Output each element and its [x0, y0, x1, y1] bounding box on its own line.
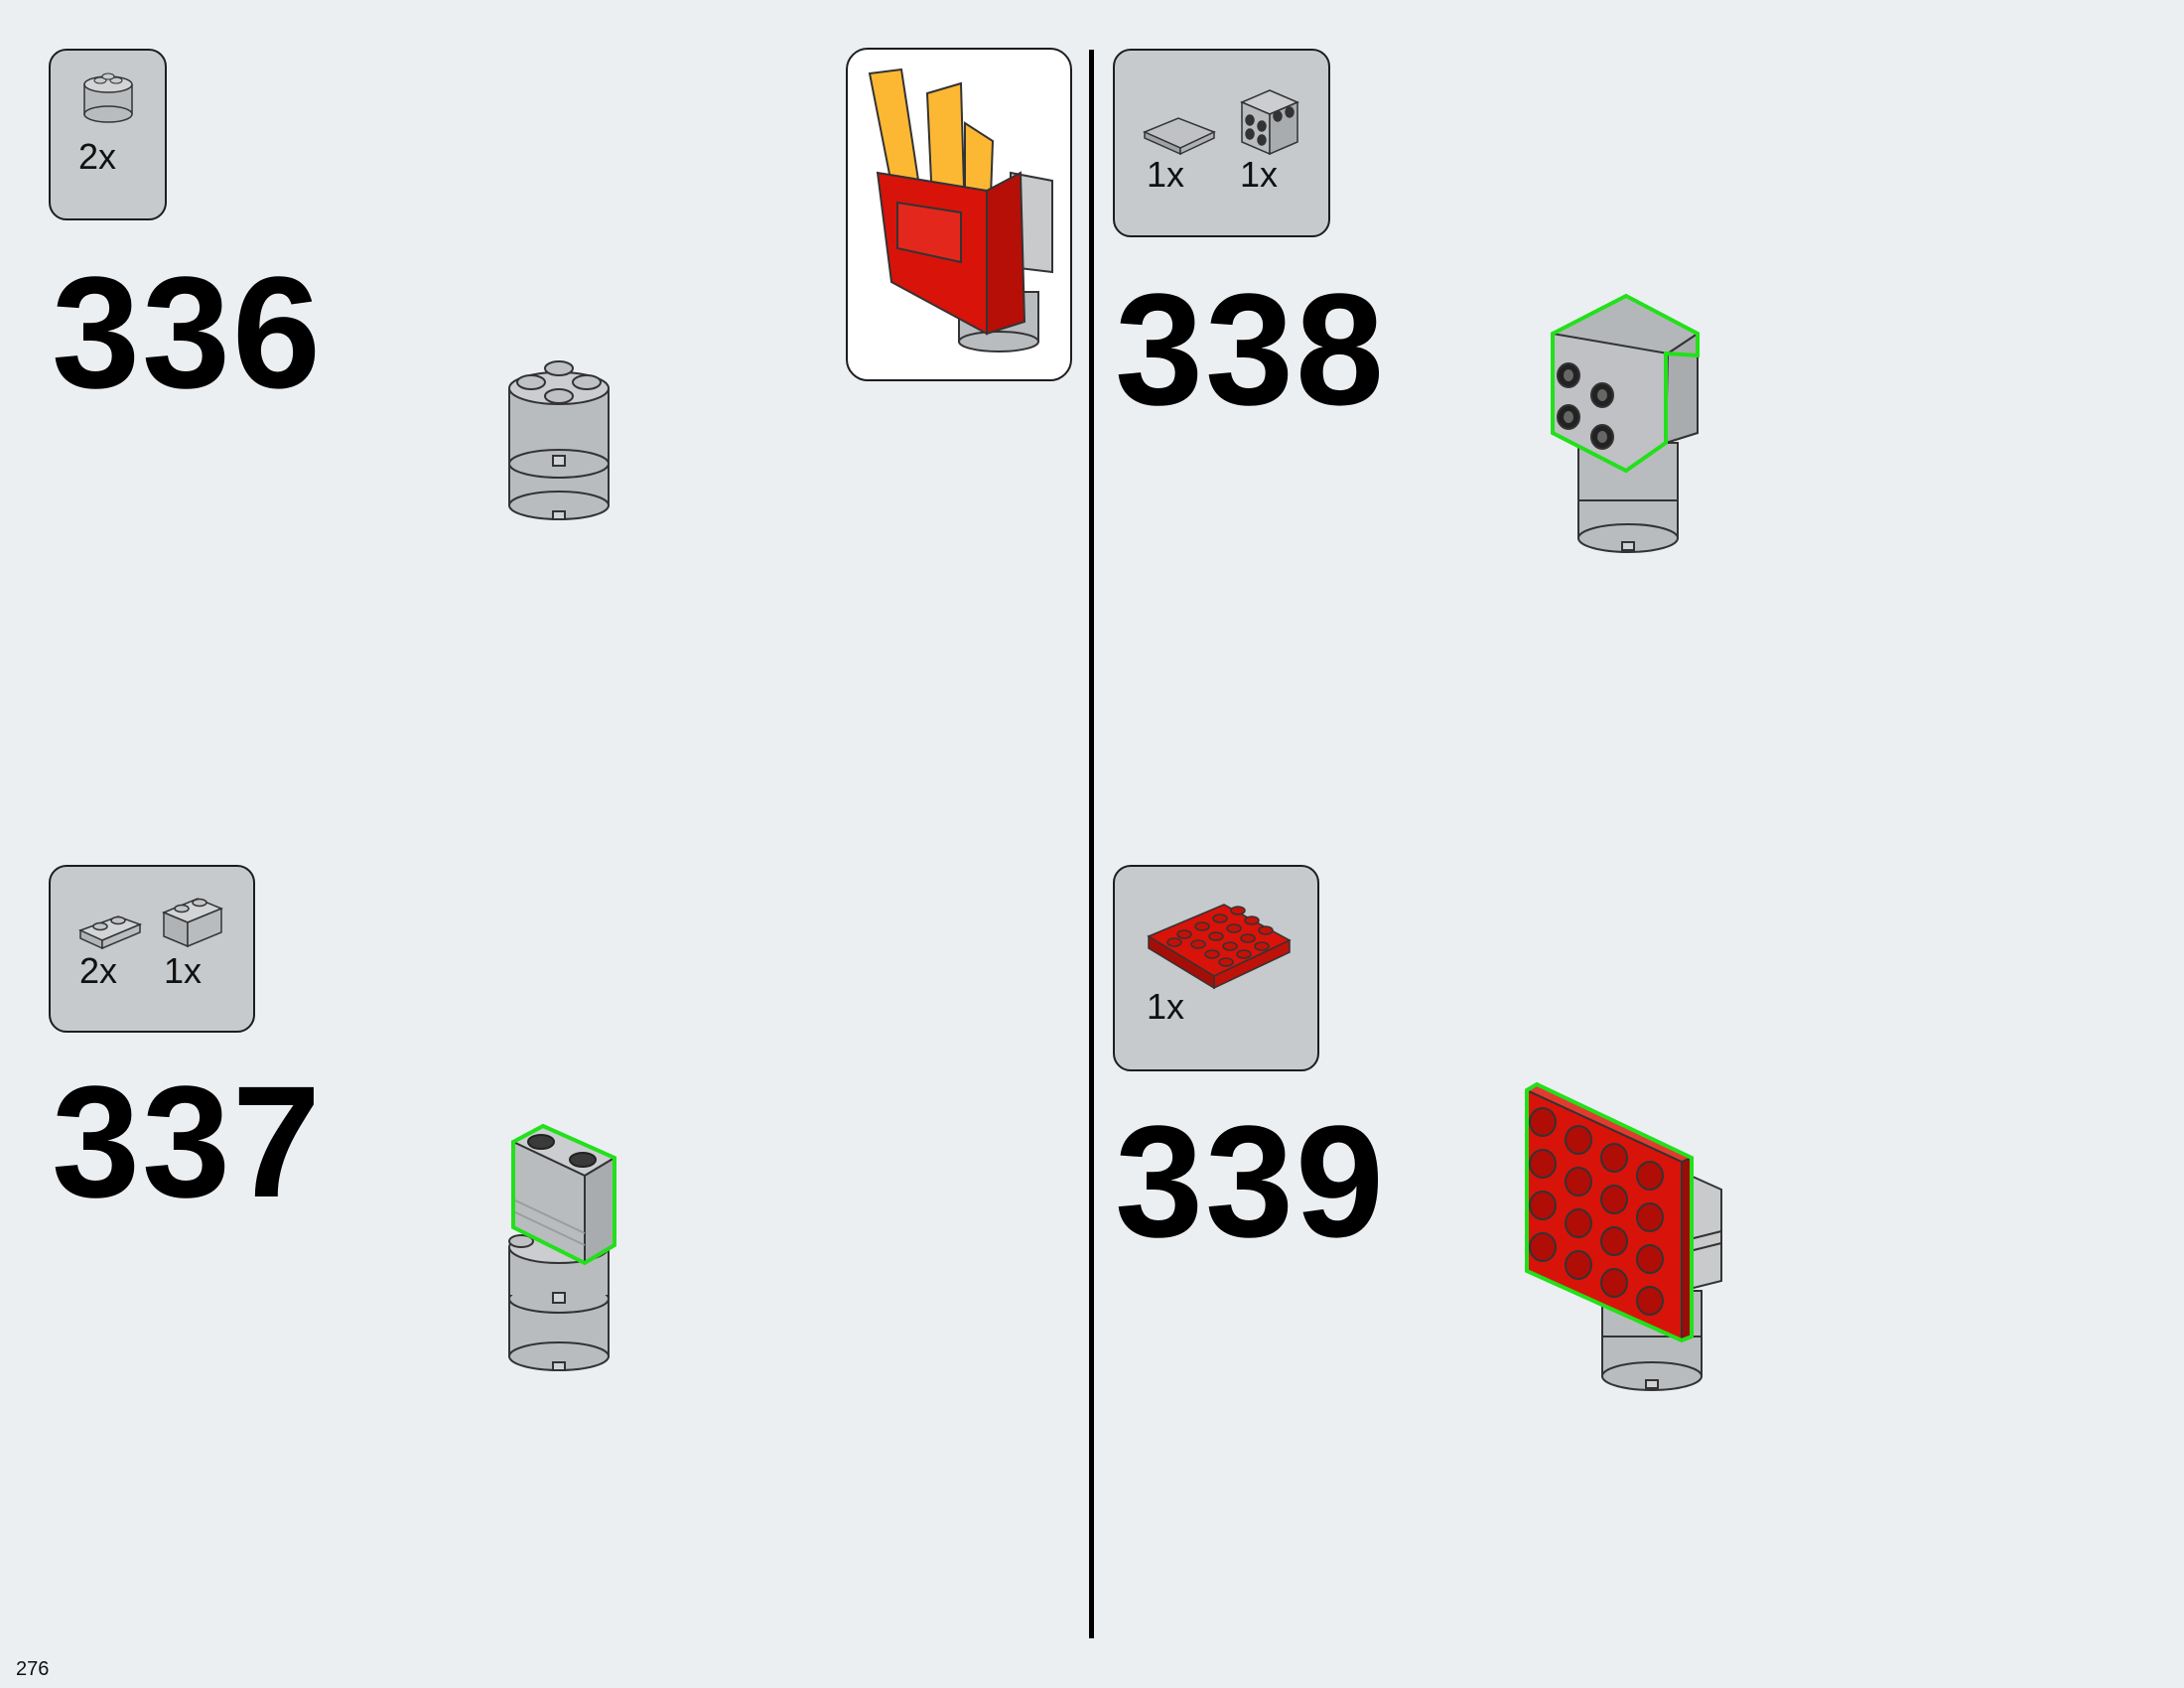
brick-1x2-icon — [162, 898, 223, 948]
step-number: 337 — [52, 1053, 323, 1230]
part-qty: 1x — [164, 950, 203, 991]
red-plate-4x4-icon — [1147, 904, 1292, 990]
step-number: 338 — [1115, 260, 1386, 438]
part-qty: 1x — [1240, 154, 1279, 195]
finished-model-preview — [846, 48, 1072, 381]
step-339-parts-callout: 1x — [1113, 865, 1319, 1071]
step-338-model — [1551, 293, 1700, 553]
part-qty: 1x — [1147, 154, 1185, 195]
step-339-model — [1524, 1081, 1722, 1391]
part-qty: 2x — [78, 136, 117, 177]
step-337-model — [508, 1123, 617, 1371]
step-number: 336 — [52, 243, 323, 421]
step-number: 339 — [1115, 1092, 1386, 1270]
plate-1x2-icon — [78, 915, 143, 950]
part-qty: 1x — [1147, 986, 1185, 1027]
page-number: 276 — [16, 1658, 50, 1680]
part-qty: 2x — [79, 950, 118, 991]
step-336-model — [508, 360, 610, 520]
step-336-parts-callout: 2x — [49, 49, 167, 220]
page-divider — [1089, 50, 1094, 1638]
tile-2x2-icon — [1143, 117, 1216, 156]
round-brick-2x2-icon — [83, 72, 133, 123]
step-338-parts-callout: 1x 1x — [1113, 49, 1330, 237]
french-fries-model — [868, 68, 1053, 352]
step-337-parts-callout: 2x 1x — [49, 865, 255, 1033]
bracket-brick-2x2-icon — [1240, 89, 1299, 156]
